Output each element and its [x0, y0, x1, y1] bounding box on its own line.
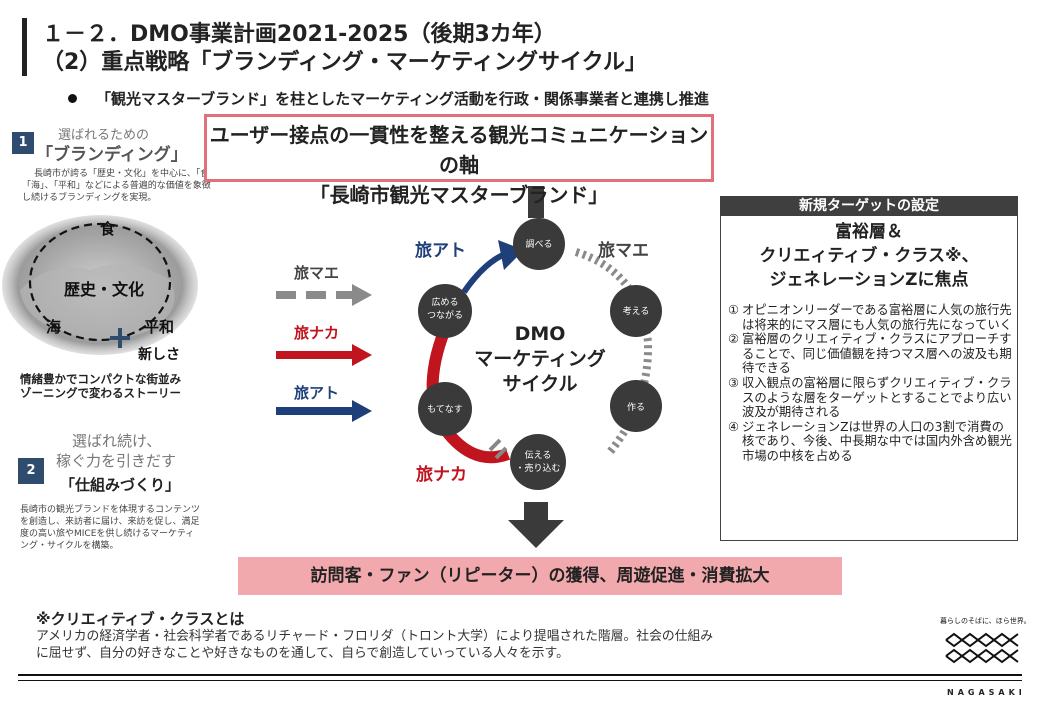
node-deliver-label: 伝える ・売り込む: [510, 450, 566, 476]
target-title-line-3: ジェネレーションZに焦点: [769, 270, 969, 290]
map-label-history: 歴史・文化: [64, 280, 145, 299]
brand-axis-box: ユーザー接点の一貫性を整える観光コミュニケーションの軸 「長崎市観光マスターブラ…: [204, 114, 714, 207]
node-make: [610, 380, 662, 432]
target-item-text: 富裕層のクリエィティブ・クラスにアプローチすることで、同じ価値観を持つマス層への…: [742, 332, 1012, 376]
node-hospitality: [418, 382, 472, 436]
target-item-text: 収入観点の富裕層に限らずクリエィティブ・クラスのような層をターゲットとすることで…: [742, 375, 1012, 420]
section2-desc-3: 度の高い旅やMICEを供し続けるマーケティ: [20, 529, 195, 539]
footer-rule: [18, 674, 1022, 676]
note-line-1: アメリカの経済学者・社会科学者であるリチャード・フロリダ（トロント大学）により提…: [36, 629, 714, 644]
target-item-num: ①: [728, 303, 740, 317]
arrow-after-icon: [276, 400, 372, 422]
bullet-text: 「観光マスターブランド」を柱としたマーケティング活動を行政・関係事業者と連携し推…: [96, 90, 709, 108]
map-label-peace: 平和: [144, 318, 175, 336]
target-box-title: 富裕層＆ クリエィティブ・クラス※、 ジェネレーションZに焦点: [720, 220, 1018, 292]
node-research-label: 調べる: [525, 240, 553, 250]
node-deliver-label-2: ・売り込む: [515, 464, 561, 474]
target-title-line-2: クリエィティブ・クラス※、: [759, 246, 979, 266]
cycle-center-line-1: DMO: [514, 323, 566, 345]
brand-axis-line-1: ユーザー接点の一貫性を整える観光コミュニケーションの軸: [209, 123, 709, 177]
cycle-label-during: 旅ナカ: [416, 465, 467, 485]
cycle-label-after: 旅アト: [415, 241, 466, 261]
brand-axis-line-2: 「長崎市観光マスターブランド」: [309, 183, 609, 207]
arrow-label-after: 旅アト: [294, 384, 340, 402]
section1-desc-1: 長崎市が誇る「歴史・文化」を中心に、「食」、: [34, 169, 223, 179]
section2-subtitle-1: 選ばれ続け、: [72, 432, 162, 450]
section1-number-badge: 1: [12, 132, 34, 154]
cycle-center-text: DMO マーケティング サイクル: [470, 322, 610, 397]
page-title: １－２．DMO事業計画2021-2025（後期3カ年）: [42, 22, 556, 47]
node-spread-label-1: 広める: [431, 298, 459, 308]
target-item-text: オピニオンリーダーである富裕層に人気の旅行先は将来的にマス層にも人気の旅行先にな…: [742, 303, 1012, 332]
node-spread: [418, 284, 472, 338]
story-line-2: ゾーニングで変わるストーリー: [20, 386, 181, 400]
node-research: [513, 218, 565, 270]
goal-banner: 訪問客・ファン（リピーター）の獲得、周遊促進・消費拡大: [238, 557, 842, 595]
node-make-label: 作る: [626, 403, 645, 413]
nagasaki-logo-icon: [945, 632, 1019, 664]
target-item-num: ④: [728, 419, 740, 434]
arrow-before-icon: [276, 284, 372, 306]
page-subtitle: （2）重点戦略「ブランディング・マーケティングサイクル」: [42, 50, 647, 75]
nagasaki-map-illustration: [2, 215, 198, 355]
note-line-2: に屈せず、自分の好きなことや好きなものを通して、自らで創造していっている人々を示…: [36, 646, 569, 661]
cycle-label-before: 旅マエ: [598, 241, 649, 261]
node-think: [610, 285, 662, 337]
section1-desc-3: し続けるブランディングを実現。: [22, 193, 157, 203]
section1-desc-2: 「海」、「平和」などによる普遍的な価値を象徴: [22, 181, 211, 191]
logo-name: NAGASAKI: [947, 688, 1026, 697]
cycle-center-line-2: マーケティング: [474, 348, 606, 370]
arrow-label-during: 旅ナカ: [294, 324, 340, 342]
bullet-dot-icon: [68, 94, 77, 103]
note-title: ※クリエィティブ・クラスとは: [36, 610, 245, 628]
target-item-num: ③: [728, 375, 740, 390]
target-title-line-1: 富裕層＆: [835, 222, 903, 242]
node-deliver-label-1: 伝える: [524, 451, 552, 461]
map-label-food: 食: [100, 220, 116, 238]
story-line-1: 情緒豊かでコンパクトな街並み: [20, 372, 181, 386]
node-think-label: 考える: [622, 307, 650, 317]
target-box-header: 新規ターゲットの設定: [720, 196, 1018, 216]
section2-number-badge: 2: [18, 458, 44, 484]
arrow-during-icon: [276, 344, 372, 366]
section1-title: 「ブランディング」: [36, 145, 188, 165]
target-item-text: ジェネレーションZは世界の人口の3割で消費の核であり、今後、中長期な中では国内外…: [742, 419, 1012, 463]
target-item-num: ②: [728, 332, 740, 347]
node-deliver: [510, 434, 566, 490]
section2-title: 「仕組みづくり」: [60, 476, 181, 494]
map-label-new: 新しさ: [138, 347, 180, 363]
section2-desc-2: を創造し、来訪者に届け、来訪を促し、満足: [20, 517, 200, 527]
section2-desc-1: 長崎市の観光ブランドを体現するコンテンツ: [20, 505, 201, 515]
node-spread-label: 広める つながる: [418, 297, 472, 323]
section2-desc-4: ング・サイクルを構築。: [20, 541, 119, 551]
node-spread-label-2: つながる: [426, 311, 463, 321]
footer-rule-thin: [18, 680, 1022, 681]
node-hospitality-label: もてなす: [427, 405, 463, 415]
note-text: アメリカの経済学者・社会科学者であるリチャード・フロリダ（トロント大学）により提…: [36, 628, 916, 662]
section1-subtitle: 選ばれるための: [58, 128, 150, 143]
arrow-label-before: 旅マエ: [294, 264, 340, 282]
logo-tagline: 暮らしのそばに、ほら世界。: [940, 617, 1031, 625]
cycle-center-line-3: サイクル: [502, 373, 578, 395]
map-label-sea: 海: [46, 318, 62, 336]
title-accent-bar: [22, 18, 27, 76]
section2-subtitle-2: 稼ぐ力を引きだす: [56, 452, 177, 470]
